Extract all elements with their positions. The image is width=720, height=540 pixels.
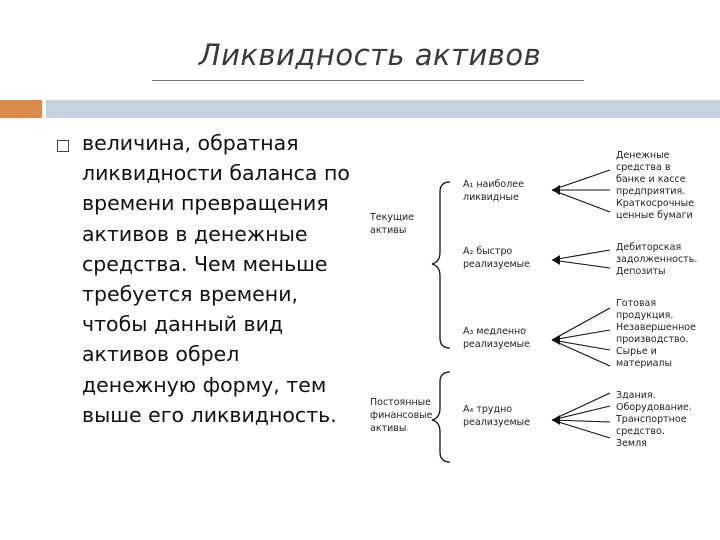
group-fixed-line: финансовые — [370, 410, 433, 421]
brace-fixed — [431, 371, 451, 463]
bullet-text: величина, обратная ликвидности баланса п… — [82, 131, 350, 427]
category-label: A₂ быстро реализуемые — [463, 246, 530, 270]
group-current-line: активы — [370, 225, 406, 236]
category-label: A₄ трудно реализуемые — [463, 404, 530, 428]
brace-current — [431, 181, 451, 349]
group-fixed-line: активы — [370, 423, 406, 434]
title-underline — [152, 80, 584, 81]
arrowheads — [552, 185, 560, 425]
category-label: A₁ наиболее ликвидные — [463, 179, 527, 203]
accent-bar-orange — [0, 100, 42, 118]
liquidity-diagram: Текущие активы Постоянные финансовые акт… — [369, 150, 700, 463]
group-label-current: Текущие активы — [369, 212, 417, 236]
item-list: Здания. Оборудование. Транспортное средс… — [615, 390, 695, 449]
group-fixed-line: Постоянные — [370, 397, 431, 408]
category-label: A₃ медленно реализуемые — [463, 326, 530, 350]
bullet-box-icon — [57, 140, 69, 152]
accent-bar-blue — [46, 100, 720, 118]
item-list: Денежные средства в банке и кассе предпр… — [616, 150, 697, 221]
item-list: Готовая продукция. Незавершенное произво… — [616, 298, 699, 369]
slide-title: Ликвидность активов — [198, 38, 542, 72]
group-label-fixed: Постоянные финансовые активы — [370, 397, 436, 434]
item-list: Дебиторская задолженность. Депозиты — [616, 242, 700, 277]
group-current-line: Текущие — [369, 212, 414, 223]
arrows — [551, 169, 611, 439]
